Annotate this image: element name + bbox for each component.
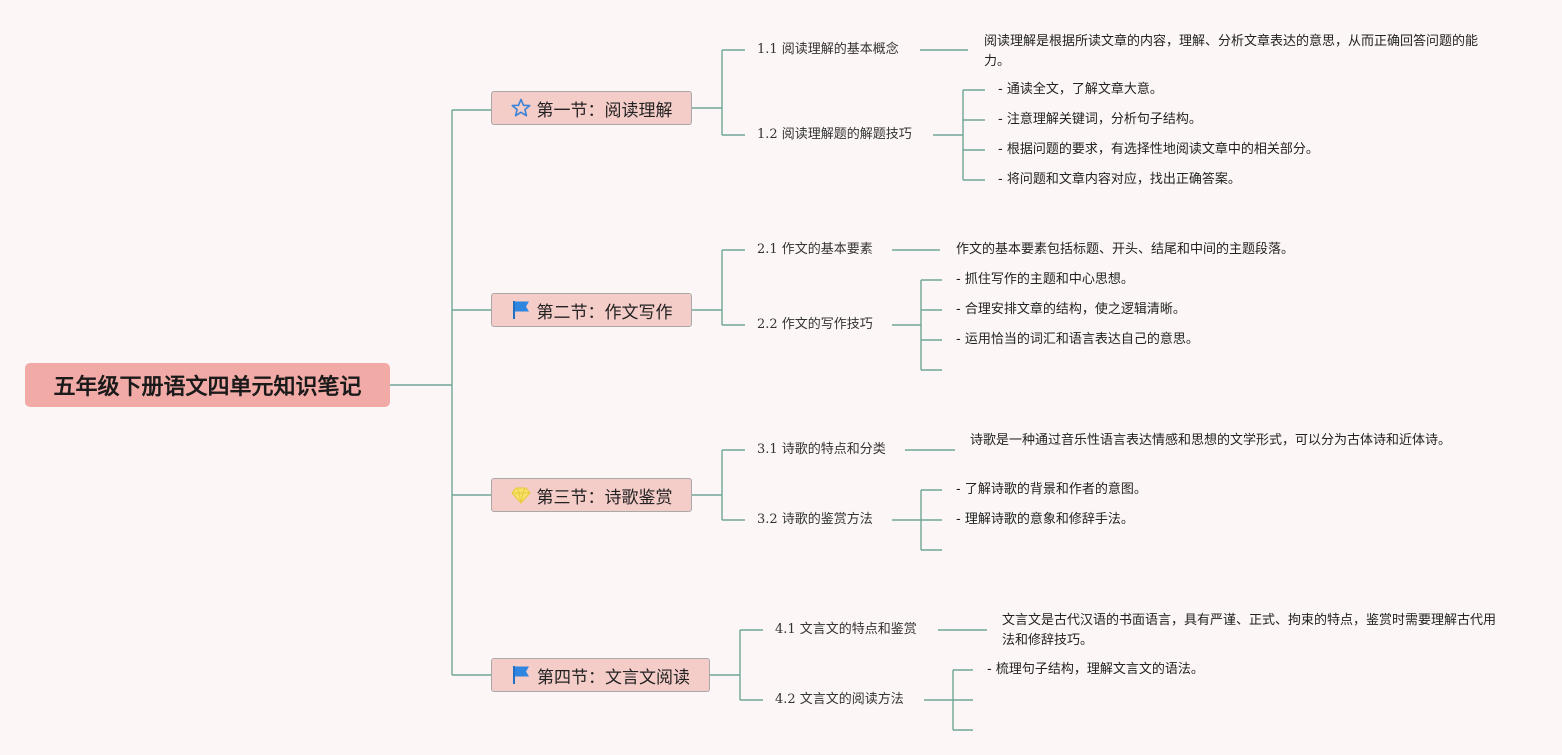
section-2-title: 第二节：作文写作 — [536, 302, 673, 323]
subtopic-1-1[interactable]: 1.1 阅读理解的基本概念 — [757, 42, 899, 57]
leaf-1-1-1[interactable]: 阅读理解是根据所读文章的内容，理解、分析文章表达的意思，从而正确回答问题的能力。 — [984, 34, 1479, 69]
subtopic-2-1[interactable]: 2.1 作文的基本要素 — [757, 242, 873, 257]
subtopic-4-2[interactable]: 4.2 文言文的阅读方法 — [775, 692, 904, 707]
flag-icon — [511, 300, 531, 320]
section-4-title: 第四节：文言文阅读 — [537, 667, 690, 688]
gem-icon — [510, 485, 531, 505]
section-4-topic[interactable]: 第四节：文言文阅读 — [491, 658, 710, 692]
leaf-3-2-1[interactable]: - 了解诗歌的背景和作者的意图。 — [956, 482, 1147, 497]
subtopic-4-1[interactable]: 4.1 文言文的特点和鉴赏 — [775, 622, 917, 637]
leaf-2-1-1[interactable]: 作文的基本要素包括标题、开头、结尾和中间的主题段落。 — [956, 242, 1295, 257]
leaf-3-1-1[interactable]: 诗歌是一种通过音乐性语言表达情感和思想的文学形式，可以分为古体诗和近体诗。 — [970, 433, 1452, 448]
section-3-topic[interactable]: 第三节：诗歌鉴赏 — [491, 478, 692, 512]
leaf-1-2-3[interactable]: - 根据问题的要求，有选择性地阅读文章中的相关部分。 — [998, 142, 1319, 157]
section-2-topic[interactable]: 第二节：作文写作 — [491, 293, 692, 327]
subtopic-1-2[interactable]: 1.2 阅读理解题的解题技巧 — [757, 127, 912, 142]
leaf-4-2-1[interactable]: - 梳理句子结构，理解文言文的语法。 — [987, 662, 1204, 677]
root-title: 五年级下册语文四单元知识笔记 — [53, 375, 362, 400]
leaf-4-1-1[interactable]: 文言文是古代汉语的书面语言，具有严谨、正式、拘束的特点，鉴赏时需要理解古代用法和… — [1002, 613, 1497, 648]
section-1-title: 第一节：阅读理解 — [536, 100, 673, 121]
leaf-2-2-3[interactable]: - 运用恰当的词汇和语言表达自己的意思。 — [956, 332, 1199, 347]
section-3-title: 第三节：诗歌鉴赏 — [536, 487, 673, 508]
leaf-1-2-4[interactable]: - 将问题和文章内容对应，找出正确答案。 — [998, 172, 1241, 187]
section-1-topic[interactable]: 第一节：阅读理解 — [491, 91, 692, 125]
leaf-1-2-2[interactable]: - 注意理解关键词，分析句子结构。 — [998, 112, 1202, 127]
leaf-2-2-2[interactable]: - 合理安排文章的结构，使之逻辑清晰。 — [956, 302, 1186, 317]
subtopic-3-1[interactable]: 3.1 诗歌的特点和分类 — [757, 442, 886, 457]
subtopic-3-2[interactable]: 3.2 诗歌的鉴赏方法 — [757, 512, 873, 527]
leaf-2-2-1[interactable]: - 抓住写作的主题和中心思想。 — [956, 272, 1134, 287]
root-topic[interactable]: 五年级下册语文四单元知识笔记 — [25, 363, 390, 407]
subtopic-2-2[interactable]: 2.2 作文的写作技巧 — [757, 317, 873, 332]
leaf-3-2-2[interactable]: - 理解诗歌的意象和修辞手法。 — [956, 512, 1134, 527]
star-icon — [510, 98, 531, 118]
leaf-1-2-1[interactable]: - 通读全文，了解文章大意。 — [998, 82, 1163, 97]
flag-icon — [511, 665, 531, 685]
